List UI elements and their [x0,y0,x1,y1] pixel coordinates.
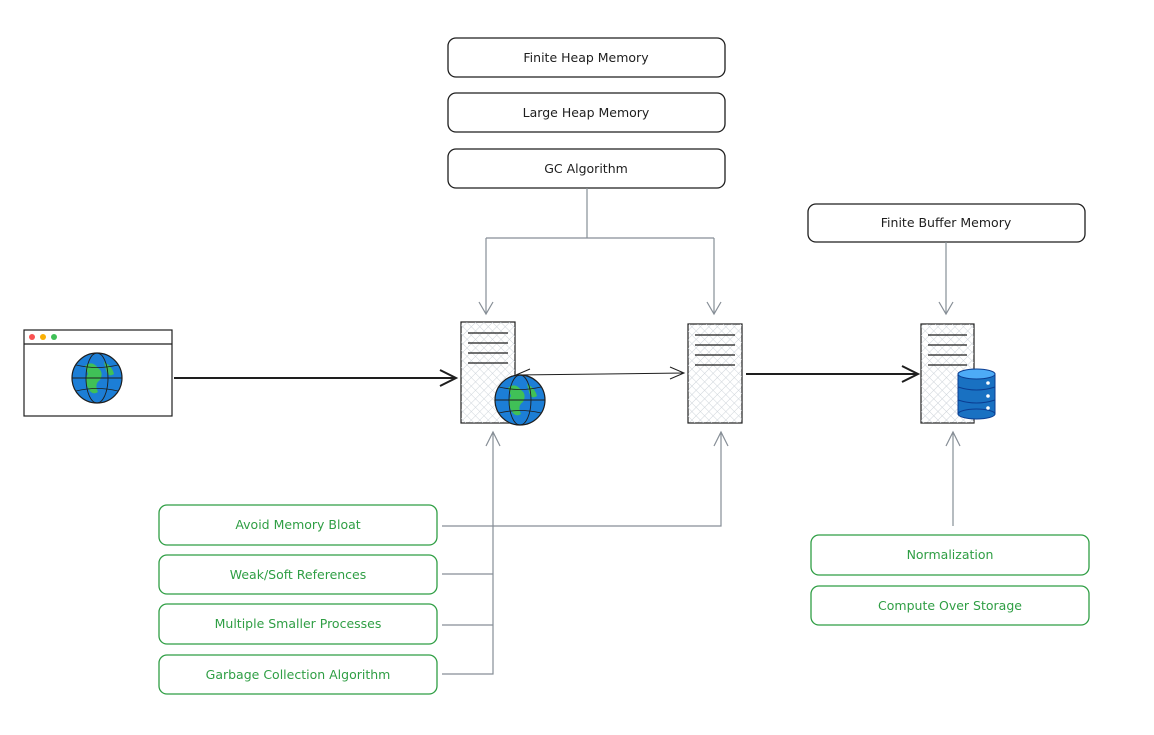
avoid-memory-bloat-box: Avoid Memory Bloat [158,504,438,546]
avoid-memory-bloat-label: Avoid Memory Bloat [235,517,360,532]
globe-icon [494,374,546,426]
garbage-collection-algorithm-box: Garbage Collection Algorithm [158,654,438,695]
multiple-smaller-processes-label: Multiple Smaller Processes [215,616,382,631]
arrowhead-icon [706,301,722,316]
finite-heap-memory-box: Finite Heap Memory [447,37,726,78]
browser-window [23,329,173,417]
web-server [460,321,546,426]
gc-algorithm-box: GC Algorithm [447,148,726,189]
window-minimize-dot-icon [40,334,46,340]
gc-algorithm-label: GC Algorithm [544,161,628,176]
app-server [687,323,743,424]
arrowhead-icon [938,301,954,316]
large-heap-memory-box: Large Heap Memory [447,92,726,133]
browser-to-server-arrow [174,369,459,387]
gc-connector [478,188,722,316]
finite-buffer-memory-box: Finite Buffer Memory [807,203,1086,243]
database-server [920,323,996,424]
globe-icon [71,352,123,404]
arrowhead-icon [485,430,501,447]
window-maximize-dot-icon [51,334,57,340]
garbage-collection-algorithm-label: Garbage Collection Algorithm [206,667,391,682]
app-to-db-arrow [746,365,921,383]
arrowhead-icon [945,430,961,447]
right-options-connector [945,430,961,526]
normalization-box: Normalization [810,534,1090,576]
arrowhead-icon [478,301,494,316]
buffer-connector [938,242,954,316]
compute-over-storage-label: Compute Over Storage [878,598,1022,613]
arrowhead-icon [713,430,729,447]
weak-soft-references-box: Weak/Soft References [158,554,438,595]
normalization-label: Normalization [907,547,994,562]
left-options-connectors [442,430,729,675]
weak-soft-references-label: Weak/Soft References [230,567,367,582]
server-to-app-arrow [515,366,686,382]
large-heap-memory-label: Large Heap Memory [523,105,650,120]
database-icon [957,368,996,420]
window-close-dot-icon [29,334,35,340]
compute-over-storage-box: Compute Over Storage [810,585,1090,626]
finite-heap-memory-label: Finite Heap Memory [523,50,649,65]
finite-buffer-memory-label: Finite Buffer Memory [881,215,1012,230]
multiple-smaller-processes-box: Multiple Smaller Processes [158,603,438,645]
